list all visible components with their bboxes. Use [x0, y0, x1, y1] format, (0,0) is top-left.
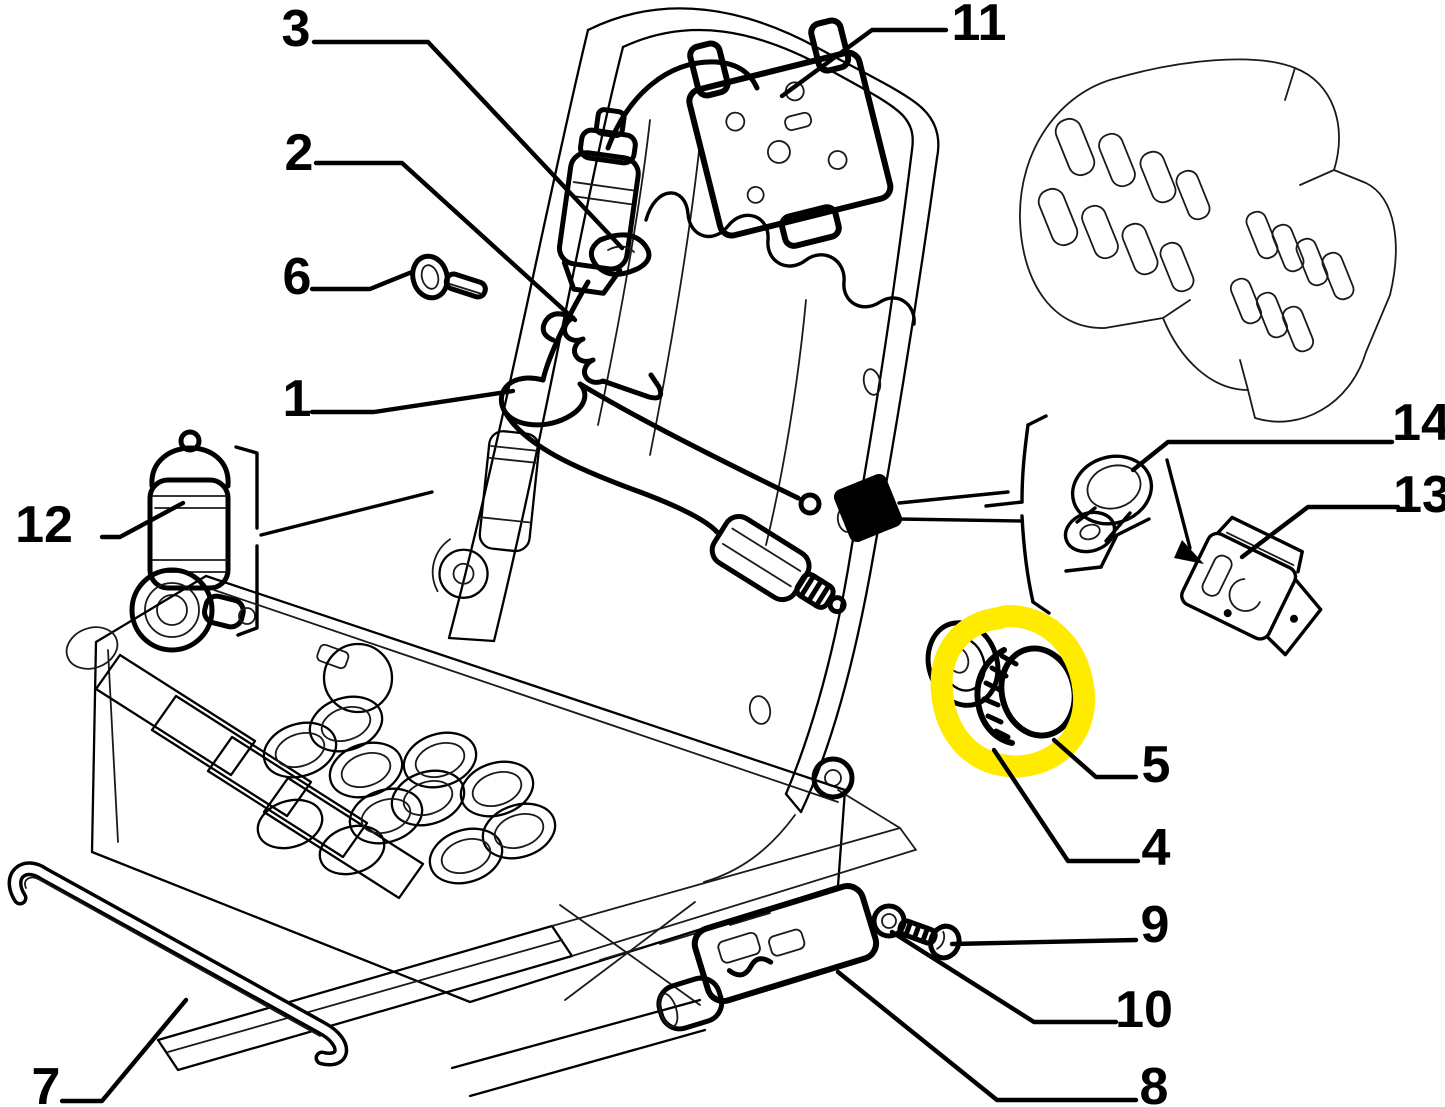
callout-12-label: 12	[15, 496, 73, 554]
callout-12: 12	[15, 496, 186, 554]
callout-10-label: 10	[1115, 981, 1173, 1039]
callout-8: 8	[835, 969, 1169, 1107]
bowden-cable-part-1	[499, 375, 847, 615]
callout-13-label: 13	[1393, 466, 1445, 524]
callout-4-label: 4	[1142, 819, 1171, 877]
callout-1-label: 1	[283, 370, 312, 428]
callout-5: 5	[1051, 736, 1171, 794]
callout-4: 4	[991, 747, 1171, 877]
callout-5-label: 5	[1142, 736, 1171, 794]
callout-6-label: 6	[283, 248, 312, 306]
callout-1: 1	[283, 370, 516, 428]
group-bracket-part-12	[234, 445, 434, 637]
grommet-block	[833, 473, 903, 543]
callouts: 3 2 6 1 12 7 11 14	[15, 0, 1445, 1107]
lumbar-support-mat	[1019, 58, 1397, 423]
latch-part-13	[1180, 515, 1323, 657]
screw-part-9	[897, 918, 962, 961]
callout-11-label: 11	[952, 0, 1007, 52]
callout-14-label: 14	[1392, 394, 1445, 452]
adjuster-motor-part-8	[656, 883, 880, 1032]
callout-6: 6	[283, 248, 415, 306]
frame-mounted-pump	[431, 430, 541, 599]
callout-13: 13	[1239, 466, 1445, 560]
fastener-clip-part-6	[410, 253, 488, 301]
callout-2-label: 2	[285, 124, 314, 182]
knob-part-14	[1063, 454, 1154, 554]
gas-cylinder-part-3	[556, 107, 641, 296]
trim-rod-part-7	[7, 861, 349, 1067]
callout-9: 9	[949, 896, 1170, 954]
arrowhead	[1174, 540, 1204, 564]
callout-9-label: 9	[1141, 896, 1170, 954]
headrest-bracket-part-11	[686, 17, 894, 249]
hose-upper	[605, 59, 760, 151]
callout-7: 7	[32, 997, 189, 1107]
callout-10: 10	[889, 929, 1173, 1039]
pump-motor-part-12	[129, 429, 256, 653]
hose-lower	[540, 279, 591, 383]
callout-8-label: 8	[1140, 1058, 1169, 1107]
slide-rails	[156, 827, 916, 1098]
chevron-pointer	[1064, 458, 1204, 573]
group-bracket-parts-4-5	[984, 414, 1051, 615]
callout-14: 14	[1130, 394, 1445, 473]
callout-11: 11	[779, 0, 1007, 99]
spring-rings	[256, 642, 557, 885]
grommet-leaders	[897, 490, 1024, 523]
callout-3-label: 3	[282, 0, 311, 58]
callout-3: 3	[282, 0, 625, 251]
highlight-ring	[930, 605, 1096, 778]
callout-7-label: 7	[32, 1058, 61, 1107]
callout-2: 2	[285, 124, 578, 323]
tension-spring-part-2	[540, 311, 664, 401]
suspension-spring-wire	[644, 191, 916, 326]
